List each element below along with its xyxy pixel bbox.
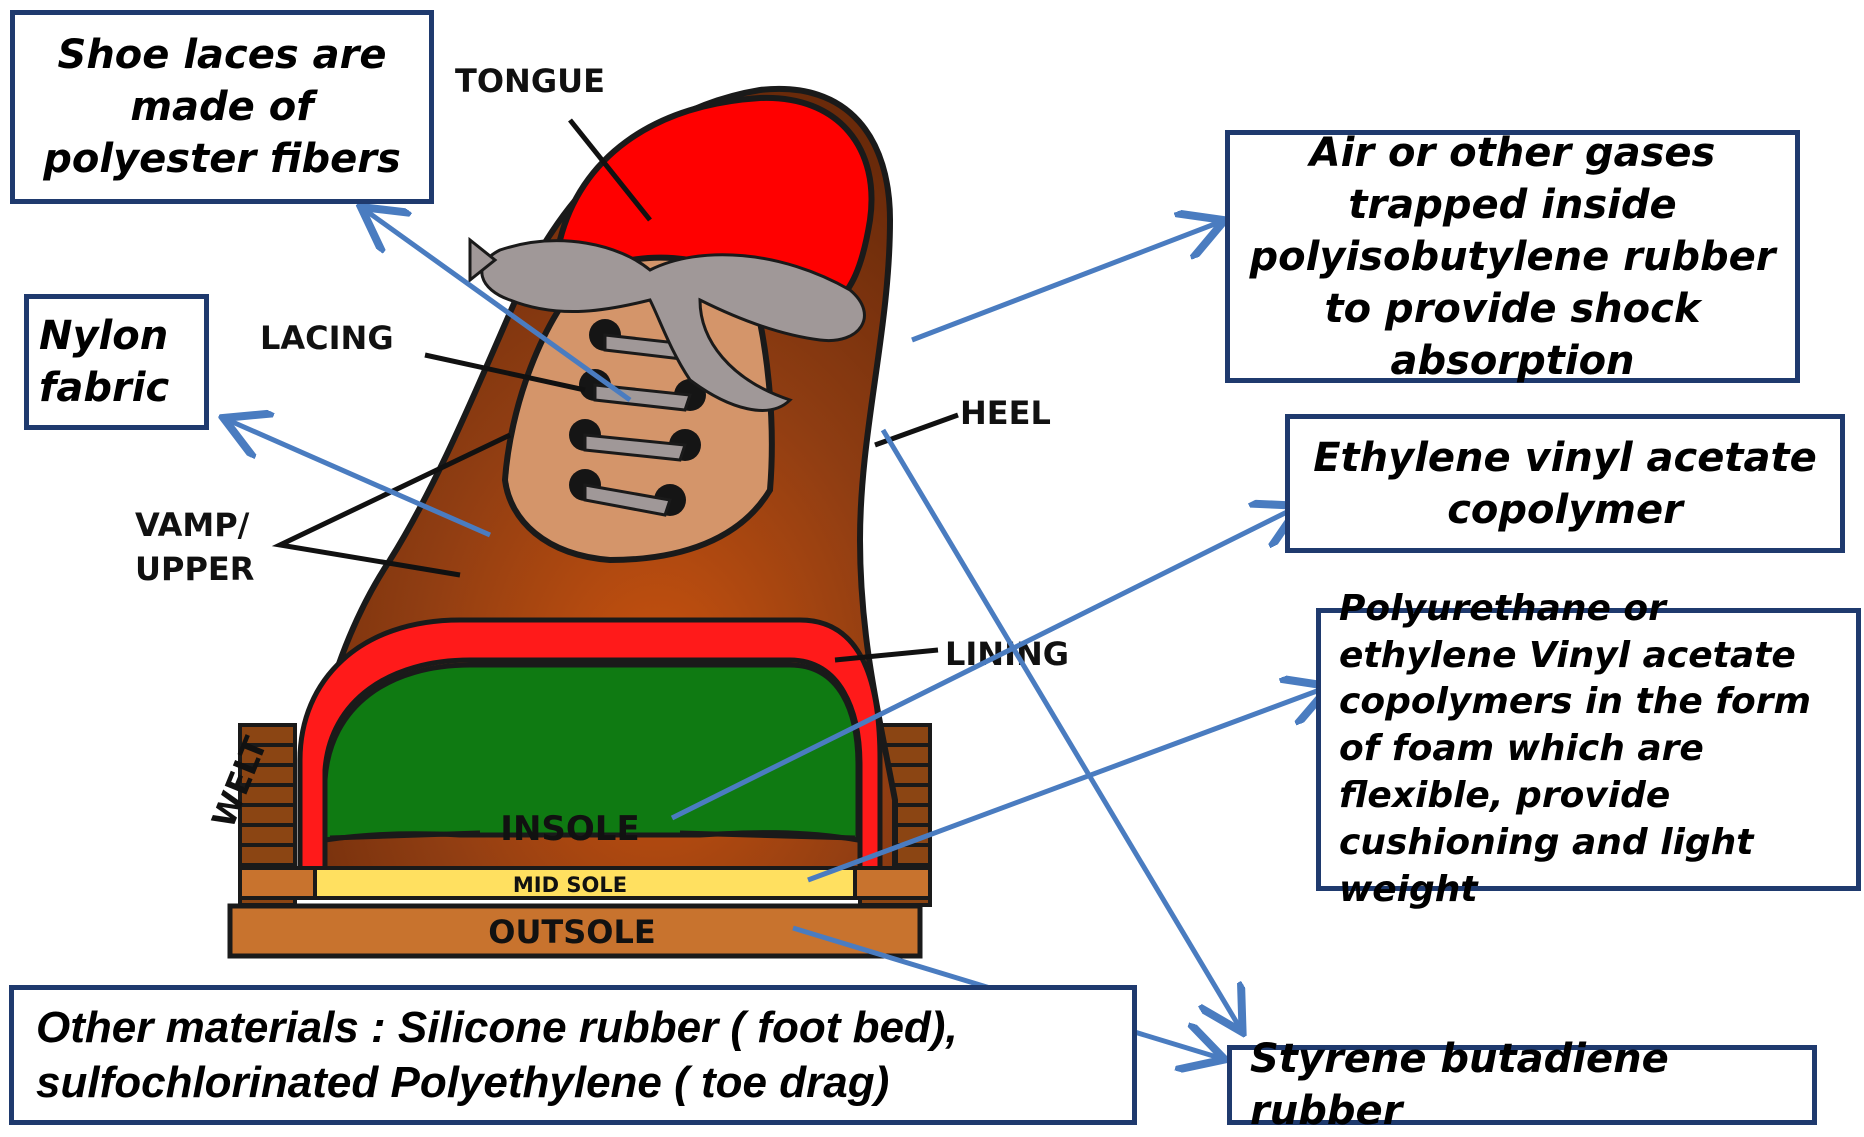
callout-pu: Polyurethane or ethylene Vinyl acetate c… (1316, 608, 1861, 891)
callout-eva-text: Ethylene vinyl acetate copolymer (1300, 432, 1830, 536)
label-tongue: TONGUE (455, 62, 605, 100)
arrow-sbr-heel (883, 430, 1240, 1028)
label-mid-sole: MID SOLE (513, 873, 627, 897)
arrow-air (912, 222, 1220, 340)
callout-laces: Shoe laces are made of polyester fibers (10, 10, 434, 204)
callout-pu-text: Polyurethane or ethylene Vinyl acetate c… (1339, 586, 1846, 914)
label-vamp-line2: UPPER (135, 550, 254, 588)
callout-other-text: Other materials : Silicone rubber ( foot… (36, 1000, 1122, 1110)
callout-eva: Ethylene vinyl acetate copolymer (1285, 414, 1845, 553)
callout-nylon: Nylon fabric (24, 294, 209, 430)
callout-nylon-text: Nylon fabric (39, 310, 194, 414)
label-outsole: OUTSOLE (488, 913, 656, 951)
callout-air-text: Air or other gases trapped inside polyis… (1240, 127, 1785, 387)
label-lacing: LACING (260, 319, 394, 357)
label-insole: INSOLE (500, 809, 639, 849)
label-heel: HEEL (960, 394, 1051, 432)
callout-other-materials: Other materials : Silicone rubber ( foot… (9, 985, 1137, 1125)
callout-laces-text: Shoe laces are made of polyester fibers (25, 29, 419, 185)
label-vamp-line1: VAMP/ (135, 506, 250, 544)
callout-air: Air or other gases trapped inside polyis… (1225, 130, 1800, 383)
callout-sbr-text: Styrene butadiene rubber (1250, 1033, 1802, 1137)
callout-sbr: Styrene butadiene rubber (1227, 1045, 1817, 1125)
